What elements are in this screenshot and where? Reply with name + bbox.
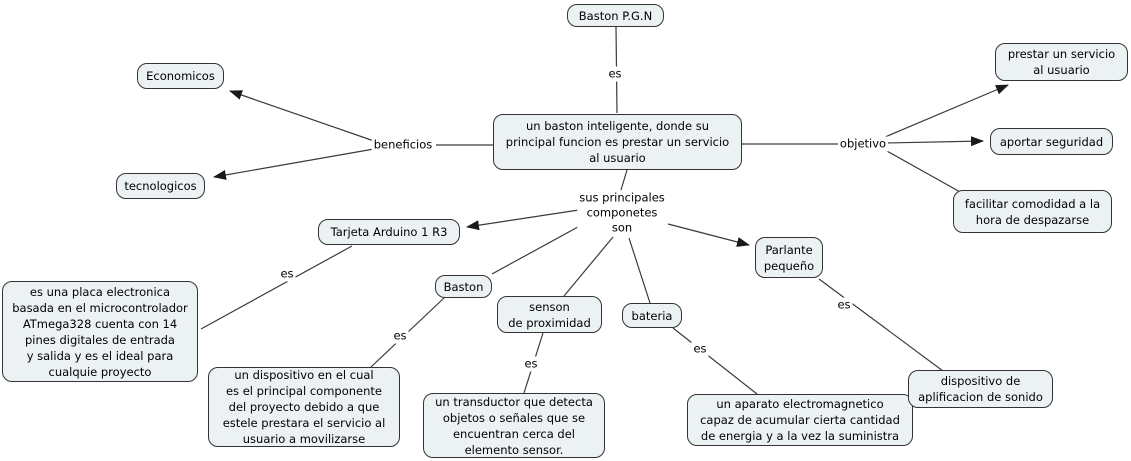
link-label-es-tarjeta[interactable]: es (278, 266, 296, 282)
concept-facilitar-comodidad[interactable]: facilitar comodidad a la hora de despaza… (953, 190, 1112, 233)
concept-dispositivo-principal[interactable]: un dispositivo en el cual es el principa… (208, 367, 400, 447)
link-label-es-parlante[interactable]: es (835, 297, 853, 313)
concept-tecnologicos[interactable]: tecnologicos (116, 173, 205, 199)
link-line-componentes-bateria (628, 237, 651, 304)
concept-tarjeta-arduino[interactable]: Tarjeta Arduino 1 R3 (318, 219, 460, 245)
link-line-parlante-amplificador (818, 278, 944, 372)
link-label-es-bateria[interactable]: es (691, 341, 709, 357)
link-label-componentes[interactable]: sus principales componetes son (577, 190, 667, 236)
concept-aparato-electromagnetico[interactable]: un aparato electromagnetico capaz de acu… (687, 394, 913, 446)
link-line-componentes-parlante (667, 223, 750, 247)
link-line-tarjeta-placa (200, 245, 353, 330)
concept-amplificador-sonido[interactable]: dispositivo de aplificacion de sonido (908, 370, 1053, 408)
concept-baston-pgn[interactable]: Baston P.G.N (567, 4, 664, 27)
concept-prestar-servicio[interactable]: prestar un servicio al usuario (995, 43, 1128, 81)
concept-baston[interactable]: Baston (435, 275, 492, 298)
concept-main[interactable]: un baston inteligente, donde su principa… (493, 114, 742, 170)
link-line-bateria-aparato (672, 327, 758, 395)
link-line-beneficios-tecnologicos (213, 148, 375, 180)
link-label-objetivo[interactable]: objetivo (837, 136, 889, 152)
concept-transductor[interactable]: un transductor que detecta objetos o señ… (423, 393, 605, 458)
link-label-es-top[interactable]: es (606, 66, 624, 82)
link-line-main-componentes (620, 169, 628, 191)
concept-bateria[interactable]: bateria (622, 303, 682, 328)
link-line-beneficios-economicos (229, 90, 375, 142)
concept-placa-electronica[interactable]: es una placa electronica basada en el mi… (2, 281, 198, 382)
link-line-objetivo-facilitar (884, 149, 963, 194)
link-label-beneficios[interactable]: beneficios (371, 137, 435, 153)
link-line-objetivo-aportar (884, 136, 984, 147)
link-label-es-baston[interactable]: es (391, 328, 409, 344)
concept-sensor-proximidad[interactable]: senson de proximidad (497, 296, 602, 333)
concept-parlante[interactable]: Parlante pequeño (755, 237, 823, 278)
link-label-es-sensor[interactable]: es (522, 356, 540, 372)
link-line-componentes-sensor (563, 236, 614, 297)
link-line-objetivo-prestar (884, 84, 1009, 138)
concept-aportar-seguridad[interactable]: aportar seguridad (990, 128, 1113, 155)
link-line-componentes-tarjeta (466, 207, 593, 231)
concept-economicos[interactable]: Economicos (137, 63, 224, 89)
